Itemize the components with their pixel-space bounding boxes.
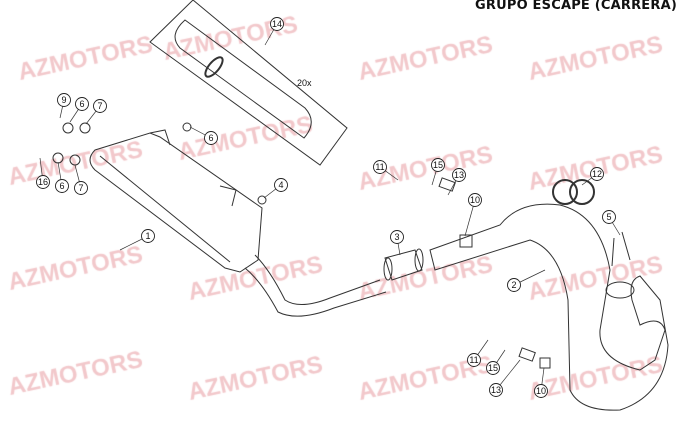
- part-14-packing-kit: 20x: [149, 0, 348, 166]
- part-1-silencer: [89, 129, 263, 273]
- callout-circle: [489, 383, 503, 397]
- callout-16: 16: [36, 157, 50, 189]
- callout-number: 7: [97, 101, 102, 111]
- callout-number: 6: [79, 99, 84, 109]
- exhaust-link-pipe: [244, 254, 387, 317]
- callout-circle: [486, 361, 500, 375]
- callout-circle: [602, 210, 616, 224]
- part-3-coupler: [383, 248, 424, 281]
- small-hardware: [52, 122, 551, 369]
- part-5-springs: [611, 231, 631, 267]
- callout-number: 9: [61, 95, 66, 105]
- callout-number: 1: [145, 231, 150, 241]
- callout-13: 13: [447, 168, 466, 196]
- callout-number: 11: [469, 355, 478, 365]
- callout-circle: [141, 229, 155, 243]
- callout-circle: [467, 353, 481, 367]
- callout-circle: [590, 167, 604, 181]
- callout-5: 5: [602, 210, 621, 236]
- callout-circle: [93, 99, 107, 113]
- callout-7: 7: [85, 99, 107, 125]
- callout-number: 6: [208, 133, 213, 143]
- callout-circle: [36, 175, 50, 189]
- callout-6: 6: [55, 161, 69, 193]
- callout-10: 10: [534, 367, 548, 398]
- callout-13: 13: [489, 359, 521, 397]
- callout-number: 4: [278, 180, 283, 190]
- part-12-gaskets: [552, 179, 595, 205]
- callout-number: 13: [491, 385, 501, 395]
- callout-number: 11: [375, 162, 384, 172]
- callout-7: 7: [74, 164, 88, 195]
- callout-circle: [274, 178, 288, 192]
- callout-circle: [507, 278, 521, 292]
- callout-9: 9: [57, 93, 71, 119]
- callout-14: 14: [264, 17, 284, 46]
- callout-number: 15: [433, 160, 443, 170]
- callout-circle: [373, 160, 387, 174]
- callout-circle: [57, 93, 71, 107]
- callout-3: 3: [390, 230, 404, 256]
- callout-11: 11: [373, 160, 399, 181]
- callout-number: 2: [511, 280, 516, 290]
- callout-circle: [55, 179, 69, 193]
- diagram-title: GRUPO ESCAPE (CARRERA): [475, 0, 677, 13]
- callout-1: 1: [119, 229, 155, 251]
- callout-circle: [74, 181, 88, 195]
- callout-number: 15: [488, 363, 498, 373]
- callout-number: 14: [272, 19, 282, 29]
- callout-4: 4: [263, 178, 288, 199]
- callout-circle: [452, 168, 466, 182]
- callout-number: 12: [592, 169, 602, 179]
- callout-number: 13: [454, 170, 464, 180]
- callout-number: 5: [606, 212, 611, 222]
- callout-circle: [431, 158, 445, 172]
- callout-number: 10: [536, 386, 546, 396]
- callout-circle: [390, 230, 404, 244]
- callout-number: 16: [38, 177, 48, 187]
- callout-12: 12: [581, 167, 604, 186]
- callout-6: 6: [189, 126, 218, 145]
- note-20x: 20x: [297, 78, 312, 88]
- callout-number: 10: [470, 195, 480, 205]
- callout-10: 10: [464, 193, 482, 237]
- part-2-header-pipe: [429, 203, 669, 411]
- callout-11: 11: [467, 339, 489, 367]
- callout-2: 2: [507, 269, 546, 292]
- callout-circle: [270, 17, 284, 31]
- callout-number: 7: [78, 183, 83, 193]
- callout-circle: [468, 193, 482, 207]
- callout-circle: [75, 97, 89, 111]
- callout-circle: [204, 131, 218, 145]
- callout-circle: [534, 384, 548, 398]
- callout-15: 15: [431, 158, 445, 186]
- callout-number: 3: [394, 232, 399, 242]
- callout-15: 15: [486, 349, 506, 375]
- callout-number: 6: [59, 181, 64, 191]
- callout-6: 6: [69, 97, 89, 123]
